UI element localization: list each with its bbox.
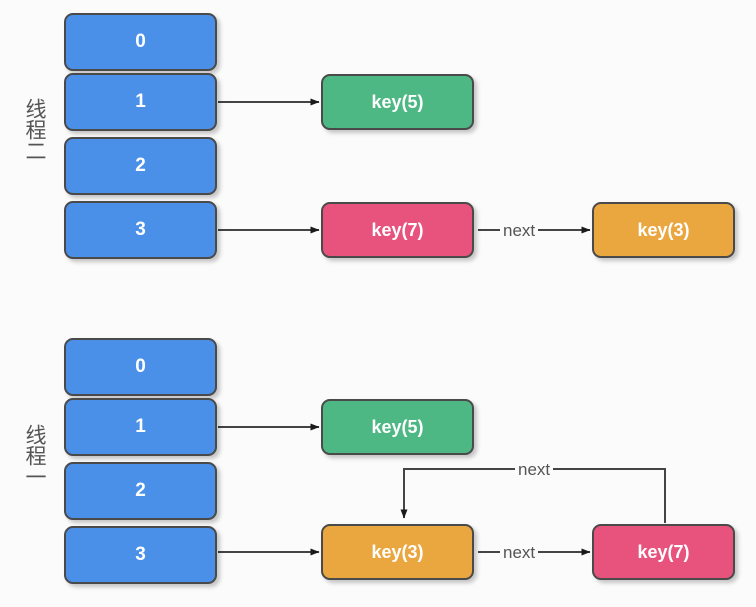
- bucket-cell-1-thread-one[interactable]: 1: [64, 398, 217, 456]
- node-key3-thread-one[interactable]: key(3): [321, 524, 474, 580]
- node-key7-thread-one[interactable]: key(7): [592, 524, 735, 580]
- thread-two-label: 线程二: [23, 97, 47, 161]
- node-key7-thread-two[interactable]: key(7): [321, 202, 474, 258]
- bucket-cell-3-thread-one[interactable]: 3: [64, 526, 217, 584]
- bucket-cell-2-thread-two[interactable]: 2: [64, 137, 217, 195]
- edge-label-next-key3-to-key7-thread-one: next: [500, 544, 539, 561]
- edge-label-next-thread-two: next: [500, 222, 539, 239]
- bucket-cell-1-thread-two[interactable]: 1: [64, 73, 217, 131]
- bucket-cell-3-thread-two[interactable]: 3: [64, 201, 217, 259]
- bucket-cell-0-thread-one[interactable]: 0: [64, 338, 217, 396]
- node-key3-thread-two[interactable]: key(3): [592, 202, 735, 258]
- thread-one-label: 线程一: [23, 423, 47, 487]
- edge-label-next-key7-back-thread-one: next: [515, 461, 554, 478]
- bucket-cell-2-thread-one[interactable]: 2: [64, 462, 217, 520]
- node-key5-thread-one[interactable]: key(5): [321, 399, 474, 455]
- node-key5-thread-two[interactable]: key(5): [321, 74, 474, 130]
- bucket-cell-0-thread-two[interactable]: 0: [64, 13, 217, 71]
